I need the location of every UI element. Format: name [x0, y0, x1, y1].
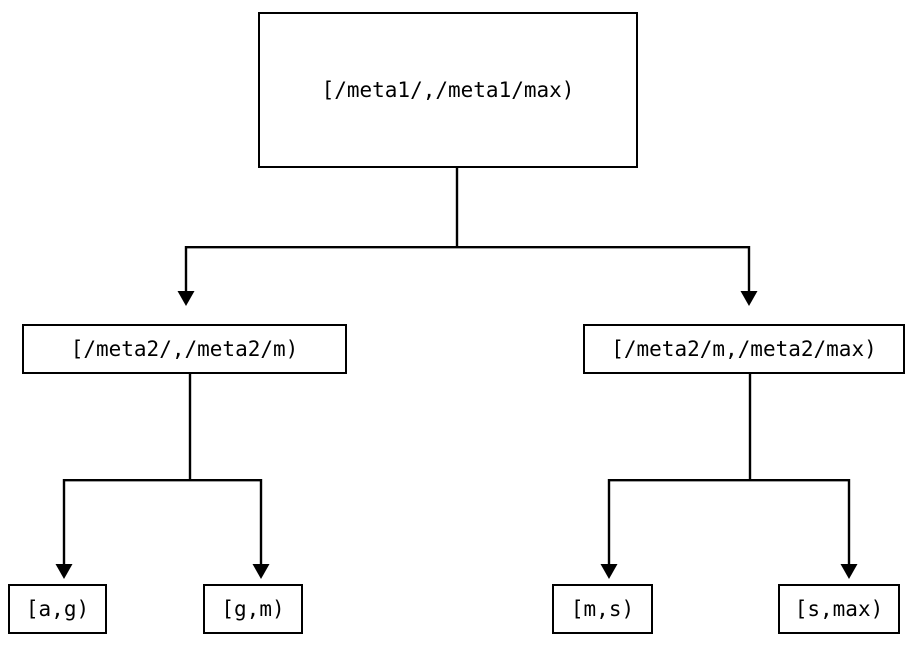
tree-node-root[interactable]: [/meta1/,/meta1/max) [258, 12, 638, 168]
tree-node-leaf-1-label: [a,g) [25, 596, 90, 621]
tree-node-root-label: [/meta1/,/meta1/max) [321, 77, 575, 102]
tree-node-mid-left[interactable]: [/meta2/,/meta2/m) [22, 324, 347, 374]
arrowhead-mid-left-to-leaf-1 [55, 564, 73, 579]
tree-node-leaf-2-label: [g,m) [221, 596, 285, 621]
arrowhead-mid-left-to-leaf-2 [252, 564, 270, 579]
tree-node-leaf-3-label: [m,s) [570, 596, 635, 621]
arrowhead-root-to-mid-left [177, 291, 195, 306]
arrowhead-mid-right-to-leaf-4 [840, 564, 858, 579]
tree-node-leaf-3[interactable]: [m,s) [552, 584, 653, 634]
arrowhead-root-to-mid-right [740, 291, 758, 306]
tree-node-mid-right-label: [/meta2/m,/meta2/max) [611, 336, 877, 361]
tree-node-leaf-1[interactable]: [a,g) [8, 584, 107, 634]
arrowhead-mid-right-to-leaf-3 [600, 564, 618, 579]
tree-node-leaf-4-label: [s,max) [794, 596, 884, 621]
tree-node-mid-left-label: [/meta2/,/meta2/m) [70, 336, 299, 361]
tree-node-leaf-2[interactable]: [g,m) [203, 584, 303, 634]
tree-node-leaf-4[interactable]: [s,max) [778, 584, 900, 634]
tree-node-mid-right[interactable]: [/meta2/m,/meta2/max) [583, 324, 905, 374]
